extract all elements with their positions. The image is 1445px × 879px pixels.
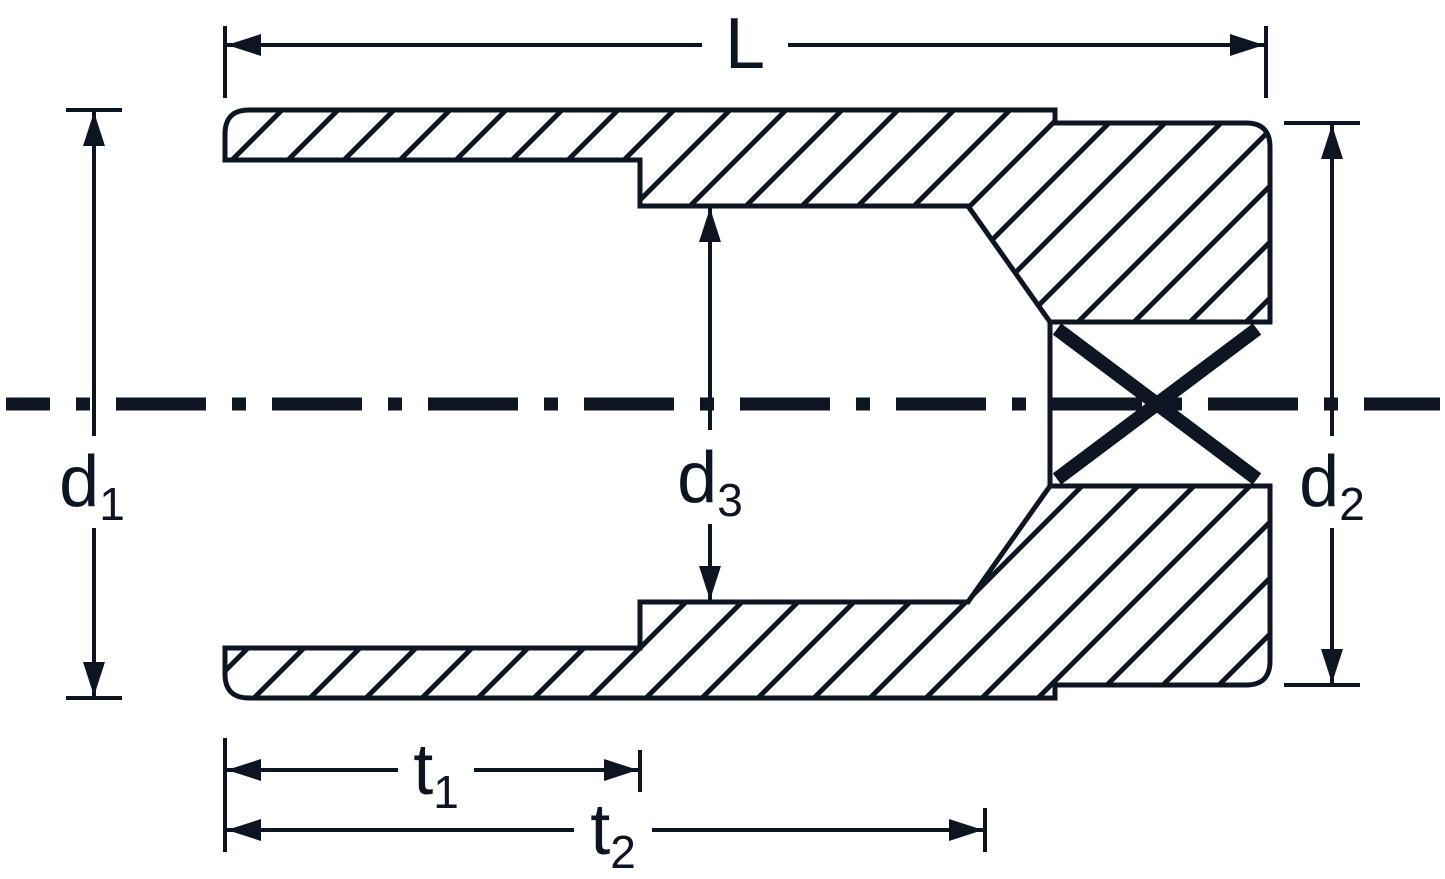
dimension-t2: t2	[223, 738, 987, 878]
dimension-label-d1: d1	[59, 442, 125, 530]
dimension-d2: d2	[1284, 121, 1365, 687]
socket-body-upper-section	[222, 107, 1273, 325]
cross-stroke-2	[1052, 323, 1262, 485]
dimension-d3: d3	[677, 208, 743, 600]
dimension-L: L	[223, 4, 1268, 98]
dimension-label-t1: t1	[413, 730, 459, 818]
socket-body-lower-section	[222, 483, 1273, 701]
socket-body	[222, 107, 1273, 701]
dimension-d1: d1	[59, 108, 125, 700]
dimension-label-d3: d3	[677, 438, 743, 526]
dimension-label-t2: t2	[590, 790, 636, 878]
dimension-label-d2: d2	[1299, 442, 1365, 530]
dimension-t1: t1	[227, 730, 642, 818]
square-drive-cross-icon	[1052, 323, 1262, 485]
dimension-label-L: L	[725, 4, 765, 84]
